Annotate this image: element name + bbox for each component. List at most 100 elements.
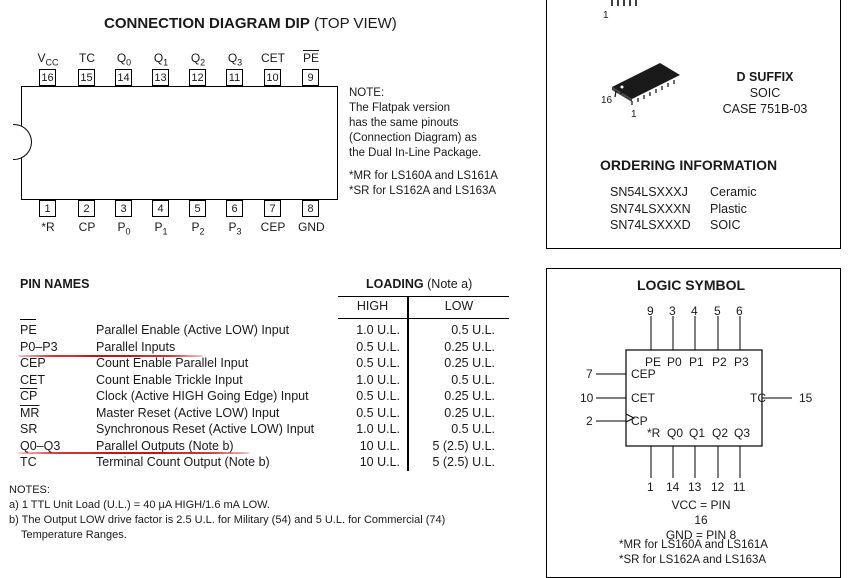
pin-number: 1 xyxy=(39,200,56,217)
pin-label: Q0 xyxy=(111,51,137,67)
pin-label-sub: 0 xyxy=(126,57,132,68)
pin-label: P3 xyxy=(222,220,248,236)
pin-name: CP xyxy=(20,389,38,403)
pin-label: P1 xyxy=(148,220,174,236)
pin-name: P0–P3 xyxy=(20,339,58,354)
pin-description: Terminal Count Output (Note b) xyxy=(96,455,270,469)
table-row: P0–P3 Parallel Inputs 0.5 U.L. 0.25 U.L. xyxy=(18,340,508,356)
pin-description: Parallel Inputs xyxy=(96,339,176,354)
pin-names-title: PIN NAMES xyxy=(20,277,90,291)
pin-label-text: Q xyxy=(116,51,127,65)
pin-label-text: Q xyxy=(153,51,164,65)
logic-symbol-title: LOGIC SYMBOL xyxy=(637,277,746,293)
pin-number: 13 xyxy=(152,69,169,86)
pin-name: Q0–Q3 xyxy=(20,438,61,453)
reset-notes: *MR for LS160A and LS161A *SR for LS162A… xyxy=(349,170,498,197)
pin-label-text: P xyxy=(154,220,163,234)
pin-number: 8 xyxy=(302,200,319,217)
pin-label-sub: CC xyxy=(45,57,59,68)
pin-label-text: CEP xyxy=(260,220,286,234)
pin-label-text: *R xyxy=(41,220,55,234)
logic-pin-number: 6 xyxy=(736,304,743,318)
pin-label-text: Q xyxy=(190,51,201,65)
pin-label-text: CET xyxy=(261,51,285,65)
pin-label: VCC xyxy=(35,51,61,67)
loading-low: 5 (2.5) U.L. xyxy=(432,455,495,469)
pe-overbar xyxy=(20,319,36,320)
pin-description: Parallel Outputs (Note b) xyxy=(96,438,234,453)
connection-diagram-title: CONNECTION DIAGRAM DIP (TOP VIEW) xyxy=(104,15,397,32)
pin-description: Count Enable Trickle Input xyxy=(96,372,243,387)
pin-number: 2 xyxy=(78,200,95,217)
pin-description: Synchronous Reset (Active LOW) Input xyxy=(96,422,315,436)
pin-description: Clock (Active HIGH Going Edge) Input xyxy=(96,389,309,403)
pin-name: CEP xyxy=(20,356,46,370)
logic-pin-label: *R xyxy=(647,426,661,440)
loading-high: 1.0 U.L. xyxy=(356,372,400,387)
pin-number: 16 xyxy=(39,69,56,86)
power-pin-info: VCC = PIN 16 GND = PIN 8 xyxy=(665,498,737,542)
pin-label: P0 xyxy=(111,220,137,236)
flatpak-note: NOTE: The Flatpak version has the same p… xyxy=(349,87,482,159)
col-low-header: LOW xyxy=(444,299,474,313)
pin-label-text: P xyxy=(191,220,200,234)
pin-label: CET xyxy=(260,51,286,67)
logic-symbol-diagram xyxy=(596,316,792,478)
pin-label-text: PE xyxy=(302,51,319,65)
logic-pin-number: 1 xyxy=(647,480,654,494)
loading-high: 10 U.L. xyxy=(359,438,400,453)
loading-header-rule xyxy=(338,296,509,297)
logic-pin-number: 3 xyxy=(669,304,676,318)
logic-pin-label: TC xyxy=(750,391,766,405)
pin-number: 5 xyxy=(189,200,206,217)
pin-label-text: GND xyxy=(298,220,325,234)
logic-pin-number: 2 xyxy=(586,414,593,428)
soic-pin16-label: 16 xyxy=(601,95,613,106)
loading-low: 0.25 U.L. xyxy=(444,356,495,370)
logic-pin-label: P0 xyxy=(667,355,682,369)
logic-pin-number: 13 xyxy=(688,480,702,494)
loading-high: 0.5 U.L. xyxy=(356,339,400,354)
logic-pin-label: Q2 xyxy=(712,426,729,440)
pin-number: 14 xyxy=(115,69,132,86)
pin-description: Master Reset (Active LOW) Input xyxy=(96,405,280,420)
col-high-header: HIGH xyxy=(356,299,389,313)
pin-label: GND xyxy=(298,220,325,236)
logic-pin-label: CET xyxy=(631,391,655,405)
loading-high: 0.5 U.L. xyxy=(356,405,400,420)
annotation-underline xyxy=(18,355,203,357)
loading-low: 0.5 U.L. xyxy=(451,372,495,387)
logic-pin-number: 14 xyxy=(666,480,680,494)
loading-low: 0.5 U.L. xyxy=(451,323,495,337)
logic-pin-number: 9 xyxy=(647,304,654,318)
pin-label-sub: 1 xyxy=(162,226,168,237)
pin-label-sub: 2 xyxy=(200,57,206,68)
logic-reset-notes: *MR for LS160A and LS161A *SR for LS162A… xyxy=(619,539,768,566)
loading-high: 1.0 U.L. xyxy=(356,422,400,436)
loading-low: 0.25 U.L. xyxy=(444,339,495,354)
loading-high: 1.0 U.L. xyxy=(356,323,400,337)
pin-number: 7 xyxy=(264,200,281,217)
pin-label-text: Q xyxy=(227,51,238,65)
logic-pin-label: CP xyxy=(631,414,648,428)
logic-pin-label: Q3 xyxy=(734,426,751,440)
pin-label-sub: 1 xyxy=(163,57,169,68)
pin-label-text: CP xyxy=(78,220,96,234)
logic-pin-number: 10 xyxy=(580,391,594,405)
pin-label-sub: 3 xyxy=(236,226,242,237)
pin-name: CET xyxy=(20,372,45,387)
pin-label: Q1 xyxy=(148,51,174,67)
pin-number: 9 xyxy=(302,69,319,86)
pin-label: P2 xyxy=(185,220,211,236)
soic-package-icon xyxy=(612,63,680,105)
table-row: CET Count Enable Trickle Input 1.0 U.L. 0.5… xyxy=(18,373,508,389)
